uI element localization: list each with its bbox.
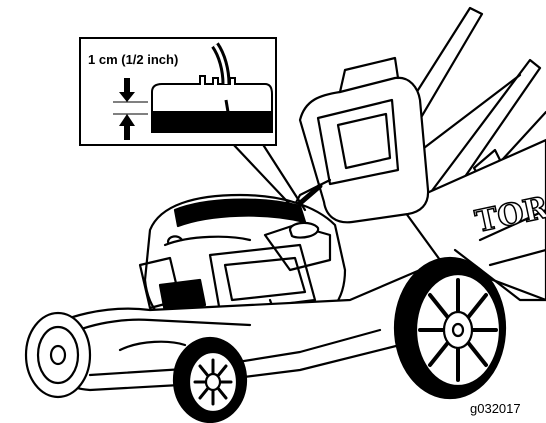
engine-body [138, 193, 347, 342]
fuel-tank-cross-section [151, 42, 273, 133]
fuel-level-label: 1 cm (1/2 inch) [88, 52, 179, 67]
fuel-level-callout [79, 37, 277, 146]
callout-pointer-2 [260, 141, 307, 212]
figure-id: g032017 [470, 401, 521, 416]
rear-right-wheel [393, 256, 507, 400]
level-gap-arrows [113, 78, 148, 140]
fuel-can [290, 56, 430, 224]
front-right-wheel [172, 336, 248, 423]
front-left-wheel [24, 311, 92, 399]
callout-pointer [230, 141, 302, 217]
